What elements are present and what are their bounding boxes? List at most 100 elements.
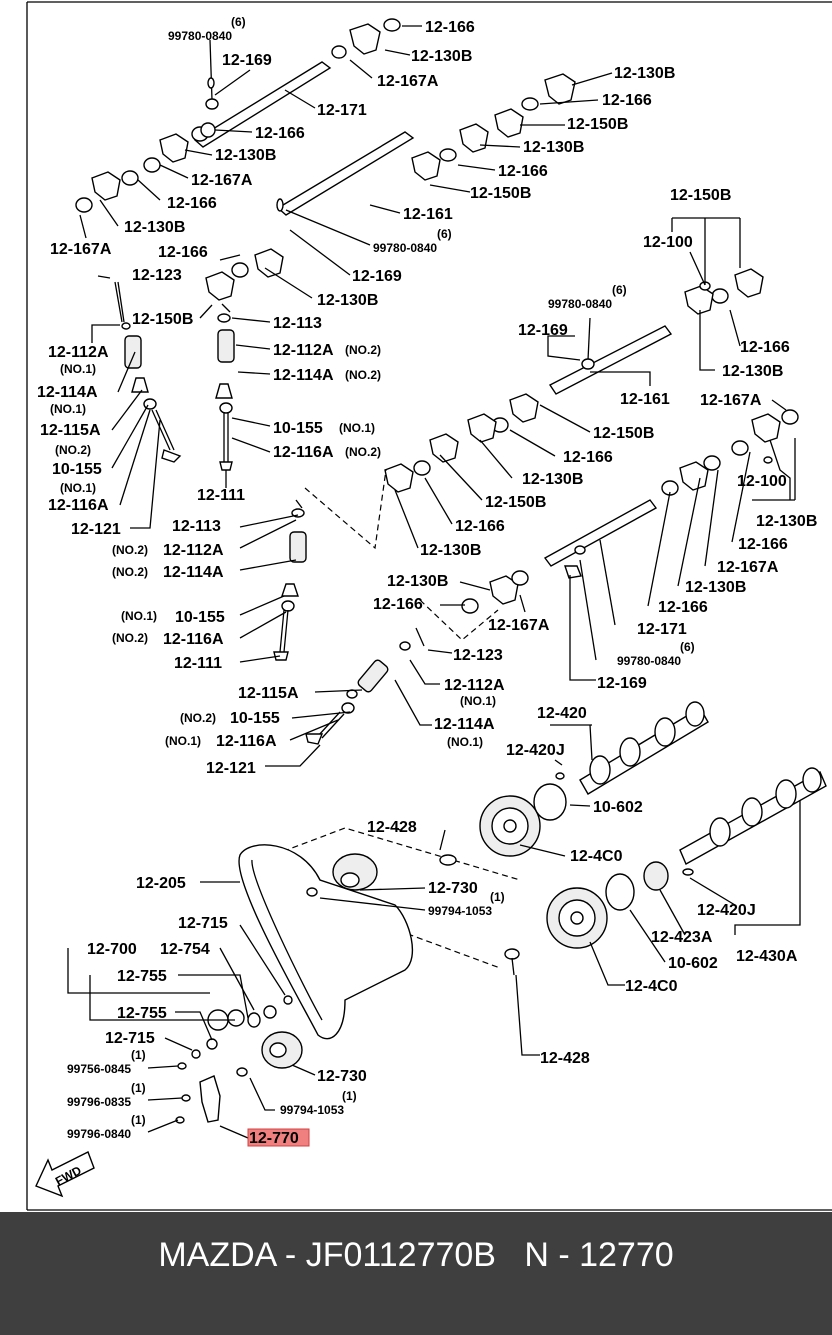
label: 12-171 [317, 102, 367, 119]
label: 12-150B [567, 116, 628, 133]
label: 12-715 [105, 1030, 155, 1047]
label: 12-166 [167, 195, 217, 212]
label: 12-161 [403, 206, 453, 223]
valve-group-left [114, 281, 235, 471]
label: (NO.1) [50, 402, 86, 416]
brand-name: MAZDA [158, 1236, 276, 1274]
label: 99756-0845 [67, 1062, 131, 1076]
label: 12-167A [700, 392, 762, 409]
label: 12-171 [637, 621, 687, 638]
highlight-box [247, 1128, 310, 1147]
label: (NO.1) [60, 481, 96, 495]
label: 12-169 [518, 322, 568, 339]
label: 12-420J [697, 902, 756, 919]
label: 12-430A [736, 948, 798, 965]
label: 12-755 [117, 968, 167, 985]
label: (NO.2) [112, 631, 148, 645]
label: 12-700 [87, 941, 137, 958]
label: (NO.2) [345, 368, 381, 382]
fwd-arrow-icon: FWD [35, 1151, 95, 1198]
label: 12-100 [737, 473, 787, 490]
upper-rocker-shaft-left [75, 18, 576, 301]
label: (NO.1) [460, 694, 496, 708]
label: 12-114A [273, 367, 334, 384]
label: 12-114A [37, 384, 98, 401]
label: 12-167A [377, 73, 439, 90]
part-info-text: MAZDA - JF0112770B N - 12770 [0, 1236, 832, 1275]
label: 12-130B [614, 65, 675, 82]
label: 12-116A [273, 444, 334, 461]
label: 12-130B [387, 573, 448, 590]
label: (6) [437, 227, 452, 241]
label: (6) [612, 283, 627, 297]
label: 10-155 [175, 609, 225, 626]
label: 12-420J [506, 742, 565, 759]
label: (1) [131, 1113, 146, 1127]
label: (NO.1) [447, 735, 483, 749]
highlighted-part-label: 12-770 [249, 1130, 299, 1147]
label: 12-112A [444, 677, 505, 694]
label: (NO.1) [339, 421, 375, 435]
label: 10-155 [52, 461, 102, 478]
label: 12-755 [117, 1005, 167, 1022]
label: (NO.2) [345, 343, 381, 357]
label: 12-114A [163, 564, 224, 581]
label: 12-112A [163, 542, 224, 559]
label: 12-116A [216, 733, 277, 750]
label: 12-113 [172, 518, 221, 535]
label: 12-423A [651, 929, 713, 946]
label: 12-123 [132, 267, 182, 284]
label: 12-112A [273, 342, 334, 359]
label: 12-150B [670, 187, 731, 204]
label: 12-150B [470, 185, 531, 202]
label: 12-166 [602, 92, 652, 109]
label: 12-116A [163, 631, 224, 648]
label: 12-150B [593, 425, 654, 442]
label: 12-205 [136, 875, 186, 892]
label: 12-130B [420, 542, 481, 559]
label: (6) [231, 15, 246, 29]
label: 12-169 [597, 675, 647, 692]
label: 12-169 [222, 52, 272, 69]
label: 99780-0840 [617, 654, 681, 668]
label: 12-123 [453, 647, 503, 664]
parts-diagram: FWD [26, 1, 832, 1211]
label: 10-155 [273, 420, 323, 437]
label: 12-4C0 [570, 848, 623, 865]
label: 12-150B [132, 311, 193, 328]
label: 12-167A [717, 559, 779, 576]
timing-belt [238, 844, 414, 1040]
label: 12-166 [255, 125, 305, 142]
label: 12-114A [434, 716, 495, 733]
label: (1) [131, 1048, 146, 1062]
label: 99794-1053 [428, 904, 492, 918]
label: 12-166 [738, 536, 788, 553]
label: (NO.2) [112, 543, 148, 557]
label: (1) [131, 1081, 146, 1095]
label: 12-166 [498, 163, 548, 180]
label: 12-113 [273, 315, 322, 332]
label: 99796-0835 [67, 1095, 131, 1109]
label: 10-602 [668, 955, 718, 972]
timing-pulleys [439, 783, 669, 976]
label: 12-4C0 [625, 978, 678, 995]
separator: - [275, 1236, 306, 1274]
label: (1) [342, 1089, 357, 1103]
label: 12-130B [124, 219, 185, 236]
label: 12-428 [367, 819, 417, 836]
label: 12-112A [48, 344, 109, 361]
tensioner-idler [175, 853, 378, 1139]
label: 12-130B [317, 292, 378, 309]
label: 12-115A [238, 685, 299, 702]
label: 12-166 [455, 518, 505, 535]
label: 12-121 [206, 760, 256, 777]
label: (NO.1) [60, 362, 96, 376]
label: 99780-0840 [373, 241, 437, 255]
label: (NO.2) [180, 711, 216, 725]
label: 12-115A [40, 422, 101, 439]
label: 12-166 [658, 599, 708, 616]
label: 12-100 [643, 234, 693, 251]
label: 12-116A [48, 497, 109, 514]
label: 12-167A [50, 241, 112, 258]
camshaft-intake [555, 701, 709, 795]
